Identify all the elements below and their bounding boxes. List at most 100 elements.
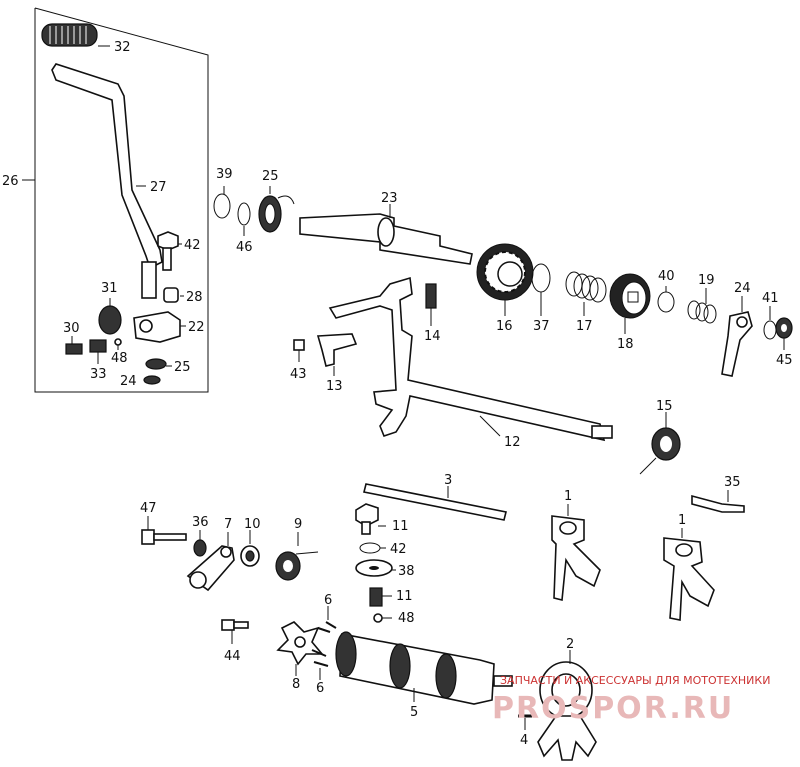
label-23: 24 xyxy=(734,281,751,296)
label-5: 5 xyxy=(410,705,418,720)
label-8: 8 xyxy=(292,677,300,692)
label-10: 10 xyxy=(244,517,261,532)
part-18-spring xyxy=(565,271,607,316)
label-33: 33 xyxy=(90,367,107,382)
part-33-spring xyxy=(89,339,107,364)
part-42-bolt xyxy=(293,339,305,362)
part-43-bolt xyxy=(157,231,182,271)
label-3: 3 xyxy=(444,473,452,488)
part-19-ratchet xyxy=(609,273,651,334)
part-17-kick-gear xyxy=(476,243,534,316)
part-37-washer xyxy=(531,263,551,316)
label-43: 42 xyxy=(184,238,201,253)
part-1-shift-fork-b xyxy=(663,528,715,621)
part-32-kick-rubber xyxy=(41,23,110,47)
label-18: 17 xyxy=(576,319,593,334)
label-28: 27 xyxy=(150,180,167,195)
part-16-return-spring xyxy=(639,412,681,475)
label-37: 37 xyxy=(533,319,550,334)
label-46: 46 xyxy=(236,240,253,255)
label-26: 25 xyxy=(174,360,191,375)
label-32: 32 xyxy=(114,40,131,55)
part-4-pin xyxy=(518,714,532,730)
part-8-star-plate xyxy=(276,621,324,676)
part-10-collar xyxy=(240,530,260,567)
part-26-washer xyxy=(145,358,172,370)
part-48-ball-lower xyxy=(373,613,392,623)
label-12: 11 xyxy=(396,589,413,604)
part-40-circlip xyxy=(763,306,777,340)
part-14-plate xyxy=(316,333,358,376)
part-36-washer xyxy=(355,559,396,577)
label-42: 43 xyxy=(290,367,307,382)
label-9: 9 xyxy=(294,517,302,532)
label-4: 4 xyxy=(520,733,528,748)
part-28-kick-arm xyxy=(51,63,163,299)
label-17: 16 xyxy=(496,319,513,334)
label-2: 2 xyxy=(566,637,574,652)
part-2-shift-fork-c xyxy=(537,650,597,761)
label-16: 15 xyxy=(656,399,673,414)
label-31: 31 xyxy=(101,281,118,296)
part-38-circlip xyxy=(213,186,231,219)
label-1-a: 1 xyxy=(564,489,572,504)
label-39: 40 xyxy=(658,269,675,284)
label-24: 25 xyxy=(262,169,279,184)
part-25-clip xyxy=(143,375,161,385)
part-46-washer xyxy=(237,202,251,236)
label-36: 38 xyxy=(398,564,415,579)
label-48-drum: 48 xyxy=(398,611,415,626)
part-47-bolt xyxy=(141,516,187,545)
label-1-b: 1 xyxy=(678,513,686,528)
part-31-cap xyxy=(98,298,122,335)
label-7: 7 xyxy=(224,517,232,532)
label-15: 14 xyxy=(424,329,441,344)
part-1-shift-fork-a xyxy=(551,504,601,602)
label-6-upper: 6 xyxy=(324,593,332,608)
part-15-spring xyxy=(425,283,437,326)
label-11: 11 xyxy=(392,519,409,534)
label-48-kick: 48 xyxy=(111,351,128,366)
label-40: 41 xyxy=(762,291,779,306)
part-23-ratchet-guide xyxy=(721,296,753,377)
label-34: 35 xyxy=(724,475,741,490)
watermark: PROSPOR.RU ЗАПЧАСТИ И АКСЕССУАРЫ ДЛЯ МОТ… xyxy=(492,674,770,726)
part-11-bolt xyxy=(355,503,386,535)
kickstarter-group-border xyxy=(34,7,209,393)
label-6-lower: 6 xyxy=(316,681,324,696)
part-34-pin xyxy=(691,490,745,513)
part-44-bolt xyxy=(221,619,249,644)
label-41: 42 xyxy=(390,542,407,557)
label-30: 30 xyxy=(63,321,80,336)
part-9-stopper-spring xyxy=(275,532,319,581)
label-13: 12 xyxy=(504,435,521,450)
part-7-stopper-arm xyxy=(186,532,235,592)
part-6-pin-upper xyxy=(317,606,337,633)
part-22-kick-shaft xyxy=(299,204,473,265)
label-20: 19 xyxy=(698,273,715,288)
label-35: 36 xyxy=(192,515,209,530)
label-38: 39 xyxy=(216,167,233,182)
part-35-washer xyxy=(193,530,207,557)
part-5-shift-drum xyxy=(335,631,513,705)
label-47: 47 xyxy=(140,501,157,516)
part-39-washer xyxy=(657,286,675,313)
label-44: 44 xyxy=(224,649,241,664)
part-13-gearshift-spindle xyxy=(328,276,613,442)
part-41-washer xyxy=(359,542,386,554)
part-6-pin-lower xyxy=(311,649,329,680)
part-21-kick-pivot xyxy=(133,311,186,343)
part-12-spring xyxy=(369,587,392,607)
part-20-spring xyxy=(687,288,717,324)
label-22: 23 xyxy=(381,191,398,206)
watermark-tagline: ЗАПЧАСТИ И АКСЕССУАРЫ ДЛЯ МОТОТЕХНИКИ xyxy=(500,674,770,687)
part-3-fork-shaft xyxy=(363,483,507,521)
label-29: 28 xyxy=(186,290,203,305)
label-14: 13 xyxy=(326,379,343,394)
part-48-ball xyxy=(114,338,122,350)
label-21: 22 xyxy=(188,320,205,335)
part-24-kick-spring xyxy=(258,186,295,233)
label-19: 18 xyxy=(617,337,634,352)
part-labels: 32 27 26 42 31 28 22 30 48 33 25 24 39 4… xyxy=(2,40,793,748)
